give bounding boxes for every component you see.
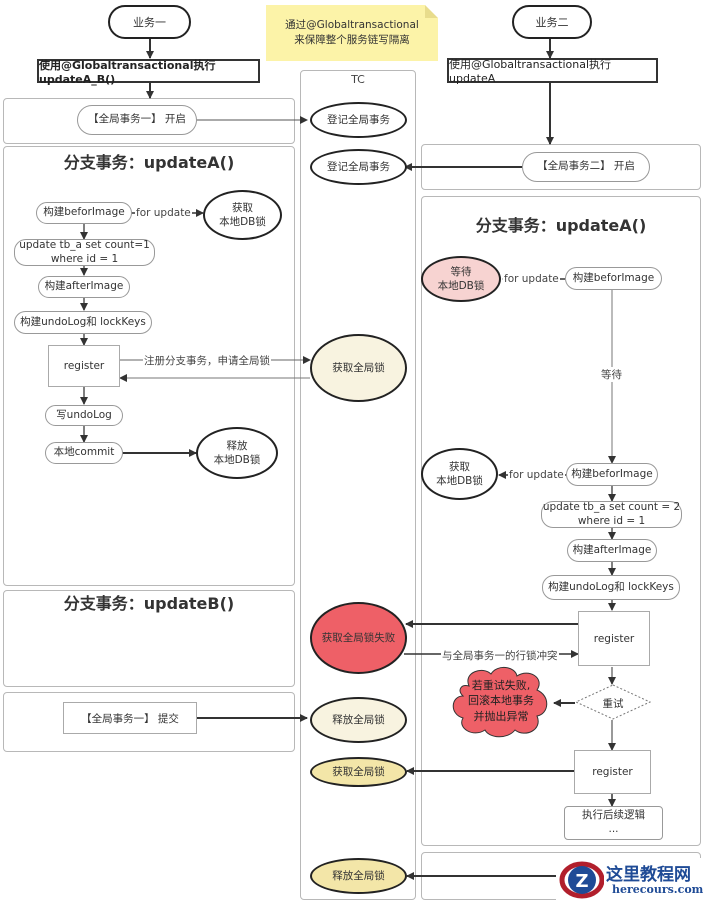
for-update-label-wait: for update: [503, 273, 560, 285]
branch-update-a-title-left: 分支事务：updateA(): [63, 153, 235, 172]
step-local-commit: 本地commit: [45, 442, 123, 464]
step-undo-log-left: 构建undoLog和 lockKeys: [14, 311, 152, 334]
retry-failed-text: 若重试失败, 回滚本地事务 并抛出异常: [468, 679, 534, 723]
tc-acquire-global-lock-two: 获取全局锁: [310, 757, 407, 787]
watermark-title: 这里教程网: [606, 865, 691, 885]
register-right-1: register: [578, 611, 650, 666]
retry-diamond: [575, 684, 651, 720]
retry-failed-cloud: [452, 667, 548, 738]
row-lock-conflict-label: 与全局事务一的行锁冲突: [441, 648, 559, 663]
release-local-db-lock: 释放 本地DB锁: [196, 427, 278, 479]
step-undo-log-right: 构建undoLog和 lockKeys: [542, 575, 680, 600]
wait-label: 等待: [600, 367, 623, 382]
step-after-image-left: 构建afterImage: [38, 276, 130, 298]
step-before-image-left: 构建beforImage: [36, 202, 132, 224]
watermark: Z 这里教程网 herecours.com: [556, 858, 704, 903]
step-before-image-right-2: 构建beforImage: [566, 463, 658, 486]
watermark-logo-icon: Z: [559, 861, 604, 899]
continue-logic: 执行后续逻辑 ...: [564, 806, 663, 840]
tc-acquire-global-lock-failed: 获取全局锁失败: [310, 602, 407, 674]
retry-label: 重试: [602, 698, 624, 710]
start-business-two: 业务二: [512, 5, 592, 39]
step-before-image-right-1: 构建beforImage: [565, 267, 662, 290]
for-update-label-left: for update: [135, 207, 192, 219]
global-tx-one-commit: 【全局事务一】 提交: [63, 702, 197, 734]
branch-update-b-title: 分支事务：updateB(): [63, 594, 235, 613]
note-line-1: 通过@Globaltransactional: [285, 19, 419, 32]
start-business-one: 业务一: [108, 5, 191, 39]
tc-register-global-tx-one: 登记全局事务: [310, 102, 407, 138]
svg-text:Z: Z: [575, 871, 588, 892]
tc-register-global-tx-two: 登记全局事务: [310, 149, 407, 185]
step-update-sql-left: update tb_a set count=1 where id = 1: [14, 239, 155, 266]
step-after-image-right: 构建afterImage: [567, 539, 657, 562]
sticky-note: 通过@Globaltransactional 来保障整个服务链写隔离: [266, 5, 438, 61]
acquire-local-db-lock-left: 获取 本地DB锁: [203, 190, 282, 240]
call-update-a-b: 使用@Globaltransactional执行updateA_B(): [37, 59, 260, 86]
for-update-label-acquire: for update: [508, 469, 565, 481]
wait-local-db-lock: 等待 本地DB锁: [421, 256, 501, 302]
global-tx-two-begin: 【全局事务二】 开启: [522, 152, 650, 182]
tc-acquire-global-lock-one: 获取全局锁: [310, 334, 407, 402]
lane-branch-update-b: [3, 590, 295, 687]
call-update-a: 使用@Globaltransactional执行updateA: [447, 58, 658, 85]
step-update-sql-right: update tb_a set count = 2 where id = 1: [541, 500, 682, 528]
lane-tc: [300, 70, 416, 900]
tc-release-global-lock-one: 释放全局锁: [310, 697, 407, 743]
note-fold-corner: [425, 5, 438, 18]
branch-update-a-title-right: 分支事务：updateA(): [475, 216, 647, 235]
register-right-2: register: [574, 750, 651, 794]
tc-title: TC: [351, 73, 365, 86]
register-branch-label: 注册分支事务，申请全局锁: [143, 353, 271, 368]
register-left: register: [48, 345, 120, 387]
global-tx-one-begin: 【全局事务一】 开启: [77, 105, 197, 135]
acquire-local-db-lock-right: 获取 本地DB锁: [421, 448, 498, 500]
watermark-domain: herecours.com: [612, 883, 704, 896]
note-line-2: 来保障整个服务链写隔离: [294, 34, 410, 46]
step-write-undo-log: 写undoLog: [45, 405, 123, 426]
tc-release-global-lock-two: 释放全局锁: [310, 858, 407, 894]
